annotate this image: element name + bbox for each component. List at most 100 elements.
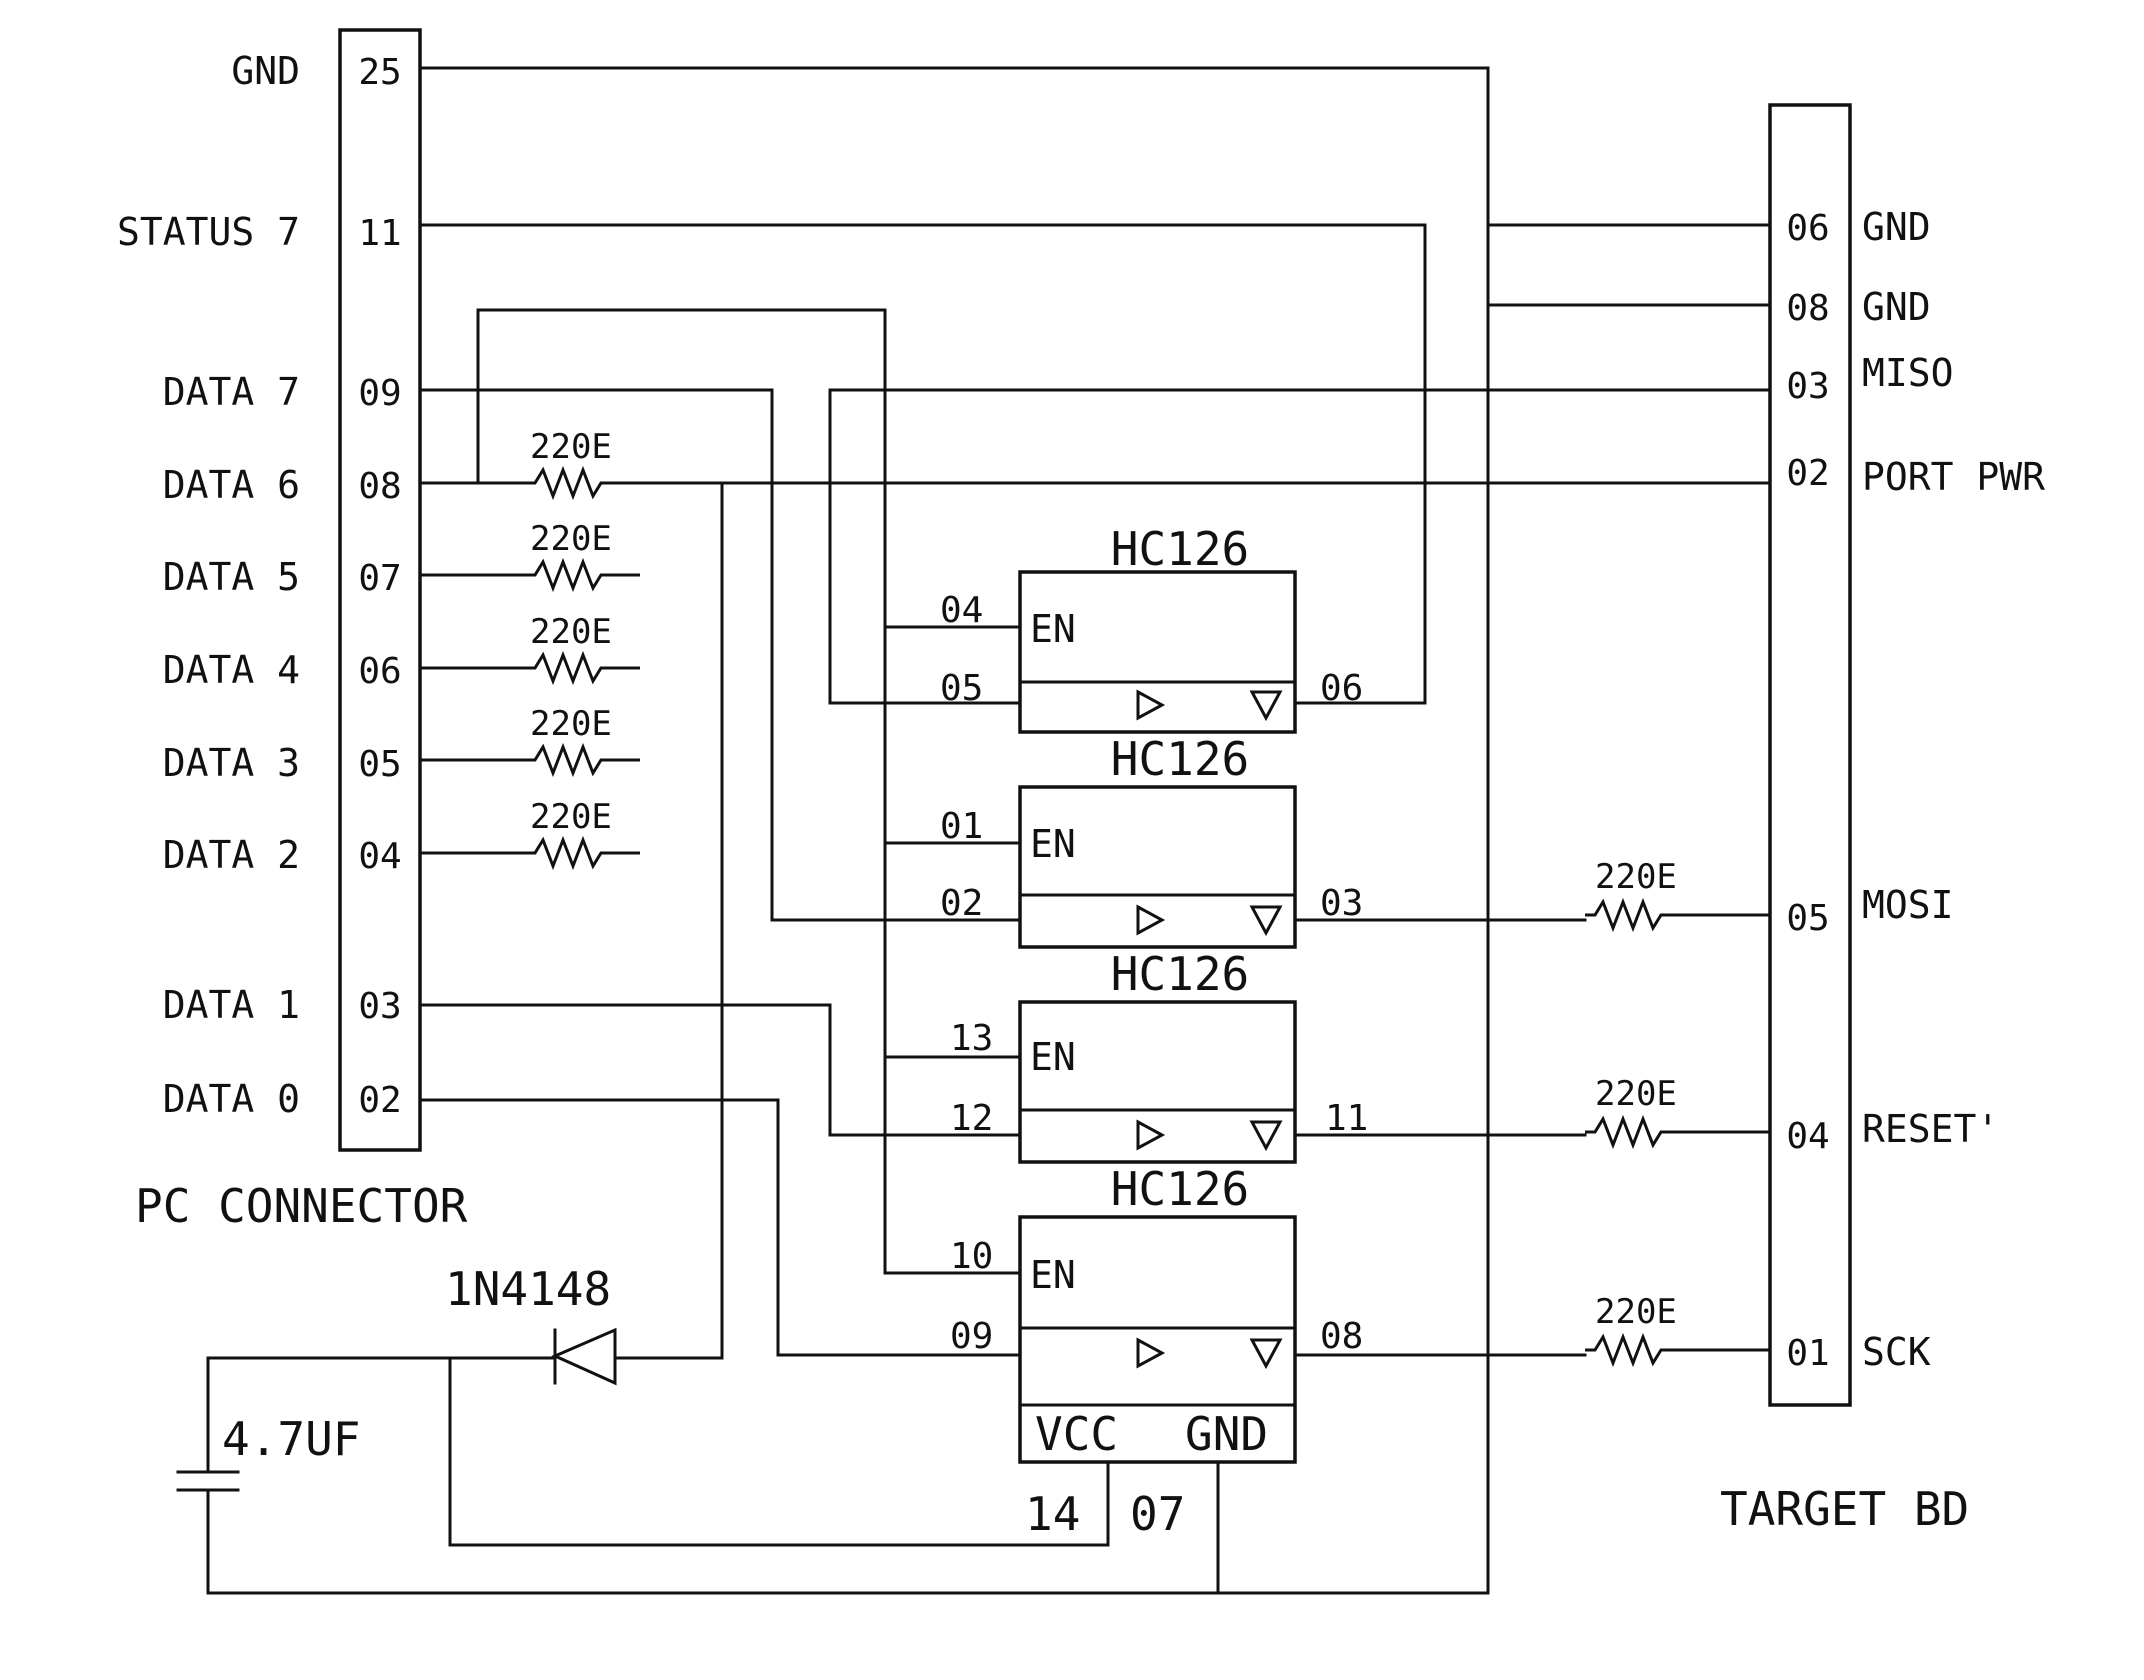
target-pin-label: MOSI: [1862, 883, 1954, 927]
resistor-label: 220E: [530, 797, 612, 837]
pc-pin-number: 04: [358, 836, 401, 877]
pc-pin-number: 05: [358, 744, 401, 785]
pc-pin-label: DATA 5: [163, 555, 300, 599]
output-pin-number: 08: [1320, 1316, 1363, 1357]
buffer-body: [1018, 1215, 1297, 1464]
pc-pin-label: DATA 7: [163, 370, 300, 414]
buffer-body: [1018, 1000, 1297, 1164]
resistor: [1585, 897, 1770, 933]
enable-pin-number: 01: [940, 806, 983, 847]
resistors: 220E 220E 220E 220E 220E 220E 220E 220E: [525, 427, 1770, 1368]
target-board: TARGET BD 06 GND 08 GND 03 MISO 02 PORT …: [1720, 103, 2045, 1536]
resistor: [525, 650, 640, 686]
target-pin-label: RESET': [1862, 1107, 1999, 1151]
capacitor-4-7uf: 4.7UF: [176, 1412, 360, 1492]
target-pin-number: 08: [1786, 288, 1829, 329]
pc-pin-number: 02: [358, 1080, 401, 1121]
input-pin-number: 12: [950, 1098, 993, 1139]
pc-pin-number: 25: [358, 52, 401, 93]
tristate-triangle-icon: [1249, 905, 1283, 937]
pc-pin-label: DATA 2: [163, 833, 300, 877]
pc-pin-label: DATA 1: [163, 983, 300, 1027]
resistor-label: 220E: [1595, 1074, 1677, 1114]
pc-pin-number: 03: [358, 986, 401, 1027]
vcc-pin-number: 14: [1025, 1487, 1080, 1541]
gnd-label: GND: [1185, 1407, 1268, 1461]
target-pin-number: 05: [1786, 898, 1829, 939]
pc-pin-number: 11: [358, 213, 401, 254]
pc-pin-number: 08: [358, 466, 401, 507]
resistor: [525, 557, 640, 593]
pc-pin-label: DATA 0: [163, 1077, 300, 1121]
buffer-hc126: HC126 EN 01 02 03: [940, 732, 1363, 949]
target-pin-label: MISO: [1862, 351, 1954, 395]
buffer-body: [1018, 785, 1297, 949]
enable-label: EN: [1030, 607, 1076, 651]
pc-pin-label: DATA 3: [163, 741, 300, 785]
target-pin-number: 01: [1786, 1333, 1829, 1374]
buffer-name: HC126: [1111, 947, 1249, 1001]
buffer-hc126: HC126 EN 04 05 06: [940, 522, 1363, 734]
pc-pin-number: 06: [358, 651, 401, 692]
buffer-hc126: HC126 EN 13 12 11: [950, 947, 1368, 1164]
buffer-triangle-icon: [1136, 689, 1166, 721]
pc-connector-title: PC CONNECTOR: [135, 1179, 468, 1233]
input-pin-number: 02: [940, 883, 983, 924]
buffer-triangle-icon: [1136, 1119, 1166, 1151]
input-pin-number: 09: [950, 1316, 993, 1357]
resistor: [1585, 1332, 1770, 1368]
enable-label: EN: [1030, 1035, 1076, 1079]
target-pin-label: PORT PWR: [1862, 455, 2045, 499]
tristate-triangle-icon: [1249, 690, 1283, 722]
enable-pin-number: 13: [950, 1018, 993, 1059]
target-board-title: TARGET BD: [1720, 1482, 1969, 1536]
resistor: [1585, 1114, 1770, 1150]
resistor-label: 220E: [1595, 857, 1677, 897]
target-pin-number: 06: [1786, 208, 1829, 249]
resistor: [525, 835, 640, 871]
buffer-triangle-icon: [1136, 904, 1166, 936]
diode-1n4148: 1N4148: [445, 1262, 617, 1386]
pc-pin-number: 07: [358, 558, 401, 599]
enable-pin-number: 10: [950, 1236, 993, 1277]
target-pin-number: 02: [1786, 453, 1829, 494]
pc-pin-label: STATUS 7: [117, 210, 300, 254]
pc-pin-number: 09: [358, 373, 401, 414]
resistor-label: 220E: [530, 704, 612, 744]
resistor-label: 220E: [530, 427, 612, 467]
pc-connector: PC CONNECTOR GND 25 STATUS 7 11 DATA 7 0…: [117, 28, 468, 1233]
diode-label: 1N4148: [445, 1262, 611, 1316]
target-pin-number: 03: [1786, 366, 1829, 407]
target-pin-number: 04: [1786, 1116, 1829, 1157]
output-pin-number: 11: [1325, 1098, 1368, 1139]
pc-connector-body: [338, 28, 422, 1152]
enable-pin-number: 04: [940, 590, 983, 631]
buffer-triangle-icon: [1136, 1337, 1166, 1369]
resistor: [525, 465, 640, 501]
resistor-label: 220E: [1595, 1292, 1677, 1332]
vcc-label: VCC: [1035, 1407, 1118, 1461]
resistor-label: 220E: [530, 519, 612, 559]
resistor-label: 220E: [530, 612, 612, 652]
buffer-name: HC126: [1111, 522, 1249, 576]
pc-pin-label: DATA 6: [163, 463, 300, 507]
target-pin-label: GND: [1862, 285, 1931, 329]
output-pin-number: 03: [1320, 883, 1363, 924]
capacitor-label: 4.7UF: [222, 1412, 360, 1466]
gnd-pin-number: 07: [1130, 1487, 1185, 1541]
target-pin-label: SCK: [1862, 1330, 1931, 1374]
target-pin-label: GND: [1862, 205, 1931, 249]
enable-label: EN: [1030, 822, 1076, 866]
resistor: [525, 742, 640, 778]
target-board-body: [1768, 103, 1852, 1407]
buffer-name: HC126: [1111, 1162, 1249, 1216]
buffer-body: [1018, 570, 1297, 734]
enable-label: EN: [1030, 1253, 1076, 1297]
tristate-triangle-icon: [1249, 1120, 1283, 1152]
buffer-name: HC126: [1111, 732, 1249, 786]
tristate-triangle-icon: [1249, 1338, 1283, 1370]
buffer-hc126: HC126 EN 10 09 08 VCC GND 14 07: [950, 1162, 1363, 1541]
pc-pin-label: DATA 4: [163, 648, 300, 692]
